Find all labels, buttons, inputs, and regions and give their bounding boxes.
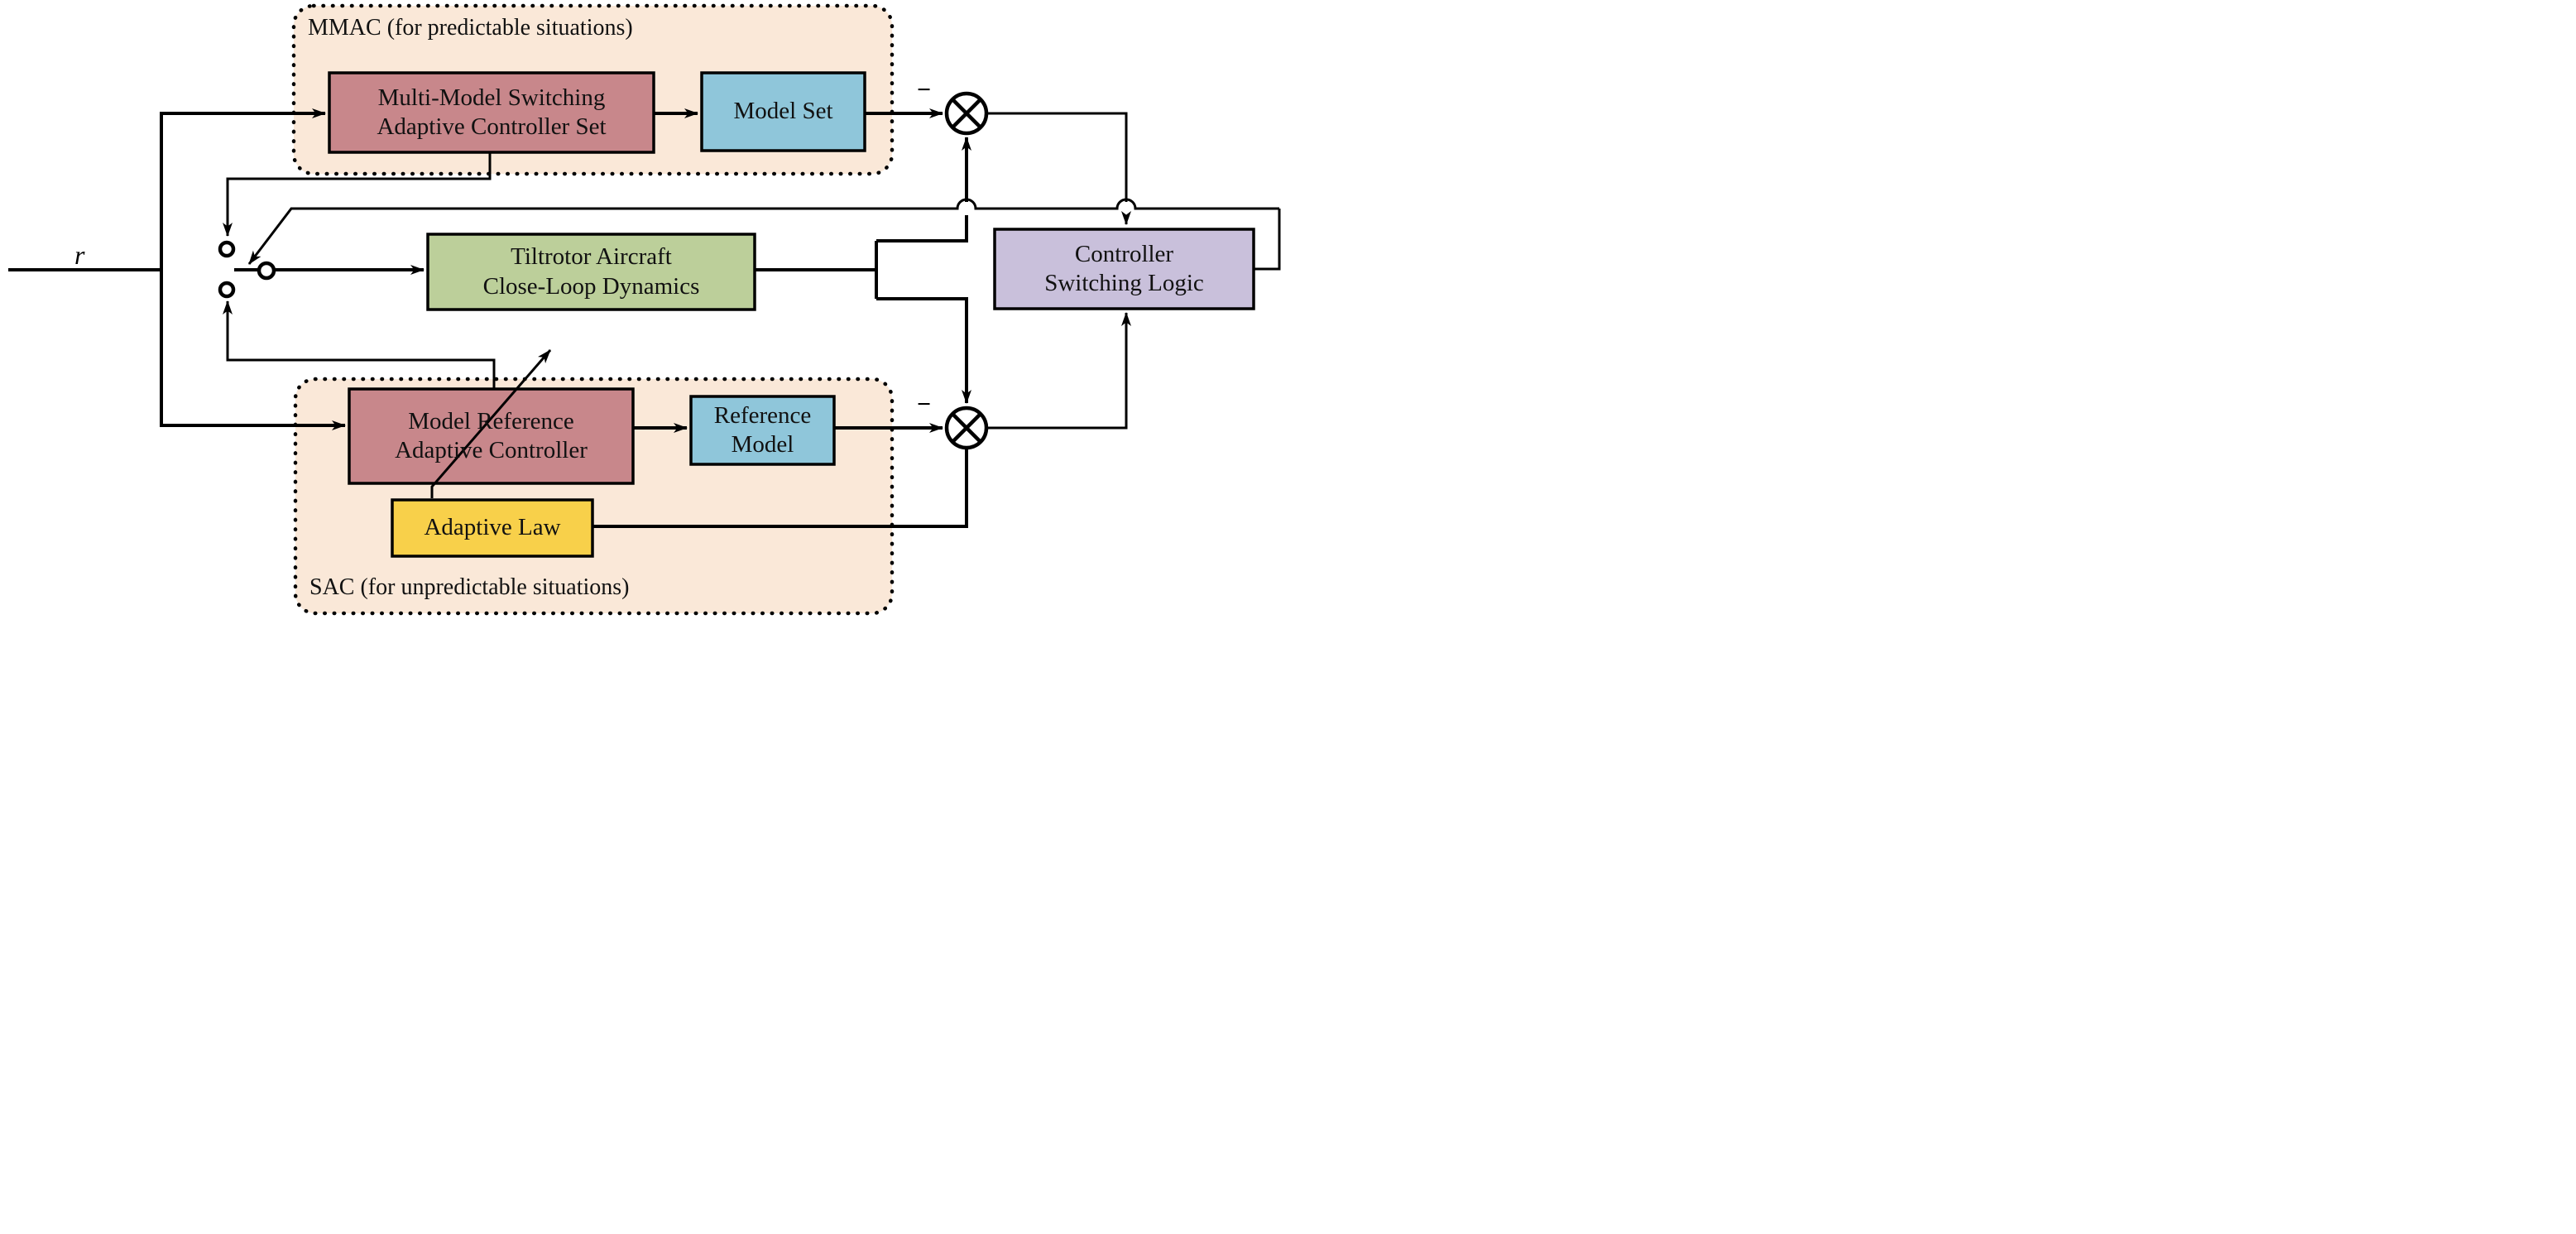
adaptive-law-box [391, 498, 594, 558]
switch-lower-contact-icon [218, 281, 236, 299]
feedback-up-line [876, 215, 968, 242]
feedback-into-bottom-junction-arrow [876, 297, 971, 404]
switch-command-line [247, 198, 1279, 265]
switch-upper-contact-icon [218, 240, 236, 258]
mrac-to-lower-contact [223, 300, 496, 389]
model-set-box [700, 71, 866, 152]
mmsacs-to-upper-contact [223, 152, 492, 237]
controller-switching-logic-box [993, 228, 1255, 310]
diagram-canvas [8, 3, 1281, 616]
reference-model-box [689, 395, 836, 466]
bottom-junction-x-icon [951, 412, 982, 444]
bottom-error-into-csl-arrow [986, 312, 1131, 430]
top-junction-x-icon [951, 98, 982, 129]
block-diagram: MMAC (for predictable situations) SAC (f… [0, 0, 1288, 617]
switch-wiper-contact-icon [257, 261, 276, 281]
top-sum-junction [944, 91, 989, 136]
bottom-sum-junction [944, 406, 989, 450]
error-to-adaptive-law-line [592, 448, 968, 528]
csl-output-line [1254, 209, 1281, 271]
tiltrotor-box [426, 233, 756, 311]
mmsacs-box [328, 71, 655, 154]
mrac-box [348, 387, 635, 485]
top-error-line [986, 112, 1128, 202]
adaptive-law-update-arrow [430, 349, 552, 498]
